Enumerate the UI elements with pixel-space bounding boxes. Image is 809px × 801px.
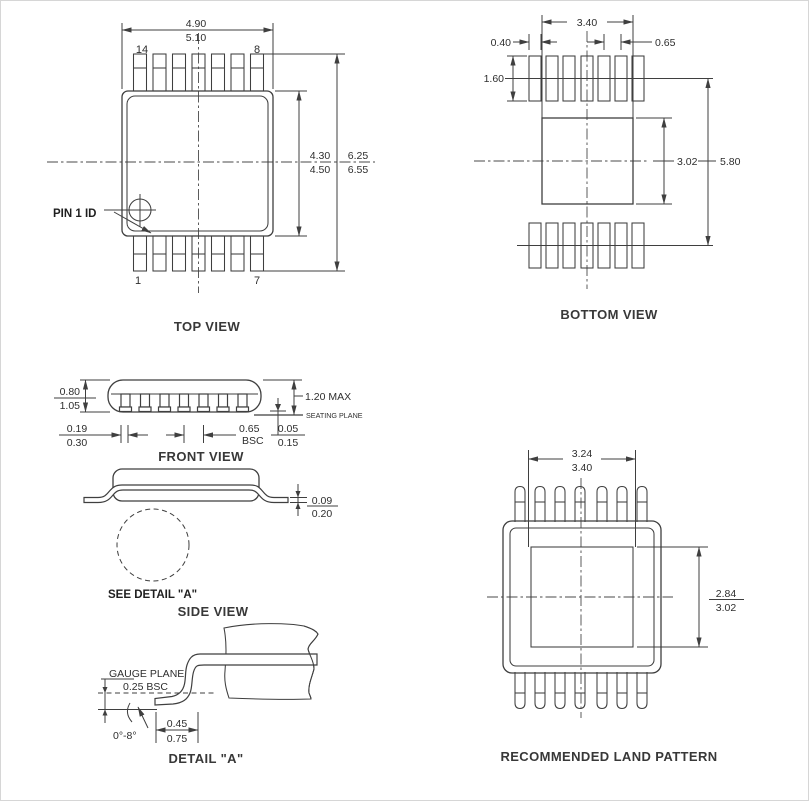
- top-view-body-inner-outline: [126, 95, 269, 232]
- land-pattern-center-pad: [530, 546, 634, 648]
- detail-a-break-line: [303, 625, 319, 700]
- dim-land-width-max: 3.40: [572, 462, 593, 474]
- detail-a-reference-circle: [116, 508, 190, 582]
- dim-row-span: 5.80: [720, 156, 741, 168]
- detail-a-lead: [154, 653, 318, 706]
- dim-lead-thickness-max: 0.20: [312, 508, 333, 520]
- dim-body-width-max: 4.90: [186, 18, 207, 30]
- bottom-view-pad-width-dim: 0.40: [491, 34, 557, 50]
- dim-lead-angle: 0°-8°: [113, 730, 137, 742]
- dim-land-length-min: 2.84: [716, 588, 737, 600]
- pin-number-7: 7: [254, 275, 260, 287]
- dim-land-width-min: 3.24: [572, 448, 593, 460]
- top-view-length-dim: 4.30 4.50: [275, 90, 331, 237]
- gauge-offset-label: 0.25 BSC: [123, 681, 168, 693]
- dim-body-thickness-min: 0.80: [60, 386, 81, 398]
- detail-a: GAUGE PLANE 0.25 BSC 0°-8° 0.45 0.75 DET…: [98, 623, 319, 766]
- detail-a-foot-length-dim: 0.45 0.75: [155, 712, 199, 745]
- pin-number-1: 1: [135, 275, 141, 287]
- bottom-view-pitch-dim: 0.65: [587, 34, 676, 50]
- top-view-pins-bottom: [132, 235, 265, 272]
- side-view-leadframe: [83, 484, 289, 504]
- dim-exposed-width: 3.40: [577, 17, 598, 29]
- front-view-seating-plane: SEATING PLANE: [254, 411, 363, 420]
- dim-pitch-value: 0.65: [239, 423, 260, 435]
- bottom-view-pads-top: [528, 55, 645, 102]
- side-view-lead-thickness-dim: 0.09 0.20: [290, 484, 338, 520]
- detail-a-angle-dim: 0°-8°: [113, 702, 149, 742]
- bottom-view-body-outline: [541, 117, 634, 205]
- dim-standoff-min: 0.05: [278, 423, 299, 435]
- land-pattern-width-dim: 3.24 3.40: [528, 448, 636, 547]
- dim-land-length-max: 3.02: [716, 602, 737, 614]
- dim-body-length-max: 4.50: [310, 164, 331, 176]
- see-detail-a-label: SEE DETAIL "A": [108, 589, 197, 601]
- front-view-height-dim: 1.20 MAX: [263, 379, 351, 416]
- dim-lead-span-max: 6.55: [348, 164, 369, 176]
- bottom-view-caption: BOTTOM VIEW: [560, 307, 658, 322]
- bottom-view-body-length-dim: 3.02: [636, 117, 698, 205]
- dim-overall-height: 1.20 MAX: [305, 391, 351, 403]
- bottom-view: 3.40 0.40 0.65 1.60: [474, 15, 741, 322]
- pin-number-14: 14: [136, 44, 148, 56]
- seating-plane-label: SEATING PLANE: [306, 411, 363, 420]
- top-view-lead-span-dim: 6.25 6.55: [261, 53, 369, 272]
- land-pattern-length-dim: 2.84 3.02: [637, 546, 744, 648]
- land-pattern: 3.24 3.40 2.84 3.02 RECOMMENDED LAND PAT…: [487, 448, 744, 764]
- top-view-width-dim: 4.90 5.10: [121, 18, 274, 89]
- pin1-index-marker: [104, 194, 156, 234]
- land-pattern-pads-top: [514, 485, 648, 522]
- side-view: 0.09 0.20 SEE DETAIL "A" SIDE VIEW: [83, 468, 338, 619]
- pin-number-8: 8: [254, 44, 260, 56]
- gauge-plane-label: GAUGE PLANE: [109, 668, 184, 680]
- land-pattern-caption: RECOMMENDED LAND PATTERN: [500, 749, 717, 764]
- top-view-caption: TOP VIEW: [174, 319, 241, 334]
- front-view: 0.80 1.05 1.20 MAX SEATING PLANE 0.05 0.…: [54, 379, 363, 464]
- dim-body-thickness-max: 1.05: [60, 400, 81, 412]
- front-view-caption: FRONT VIEW: [158, 449, 244, 464]
- dim-lead-thickness-min: 0.09: [312, 495, 333, 507]
- bottom-view-row-span-dim: 5.80: [698, 78, 741, 246]
- bottom-view-pad-length-dim: 1.60: [484, 55, 527, 102]
- dim-standoff-max: 0.15: [278, 437, 299, 449]
- dim-lead-width-min: 0.19: [67, 423, 88, 435]
- dim-pitch: 0.65: [655, 37, 676, 49]
- pin1-id-label: PIN 1 ID: [53, 208, 96, 220]
- land-pattern-package-inner-outline: [509, 527, 655, 667]
- side-view-body-outline: [112, 468, 260, 502]
- dim-pitch-bsc: BSC: [242, 435, 264, 447]
- top-view-body-outline: [121, 90, 274, 237]
- front-view-leads: [118, 393, 250, 413]
- side-view-caption: SIDE VIEW: [178, 604, 249, 619]
- dim-lead-width-max: 0.30: [67, 437, 88, 449]
- front-view-lead-width-dim: 0.19 0.30: [59, 423, 148, 449]
- dim-lead-span-min: 6.25: [348, 150, 369, 162]
- dim-exposed-length: 3.02: [677, 156, 698, 168]
- front-view-pitch-dim: 0.65 BSC: [166, 423, 264, 447]
- dim-pad-length: 1.60: [484, 73, 505, 85]
- detail-a-caption: DETAIL "A": [168, 751, 243, 766]
- detail-a-gauge-offset-dim: [98, 678, 157, 723]
- dim-body-length-min: 4.30: [310, 150, 331, 162]
- land-pattern-package-outline: [502, 520, 662, 674]
- dim-foot-length-min: 0.45: [167, 718, 188, 730]
- dim-pad-width: 0.40: [491, 37, 512, 49]
- top-view: PIN 1 ID 14 8 1 7 4.90 5.10 4.30 4.50 6.…: [47, 18, 375, 334]
- land-pattern-pads-bottom: [514, 672, 648, 710]
- dim-foot-length-max: 0.75: [167, 733, 188, 745]
- bottom-view-width-dim: 3.40: [541, 15, 634, 118]
- dim-body-width-min: 5.10: [186, 32, 207, 44]
- front-view-body-thickness-dim: 0.80 1.05: [54, 379, 110, 413]
- front-view-standoff-dim: 0.05 0.15: [270, 398, 305, 449]
- bottom-view-pads-bottom: [528, 222, 645, 269]
